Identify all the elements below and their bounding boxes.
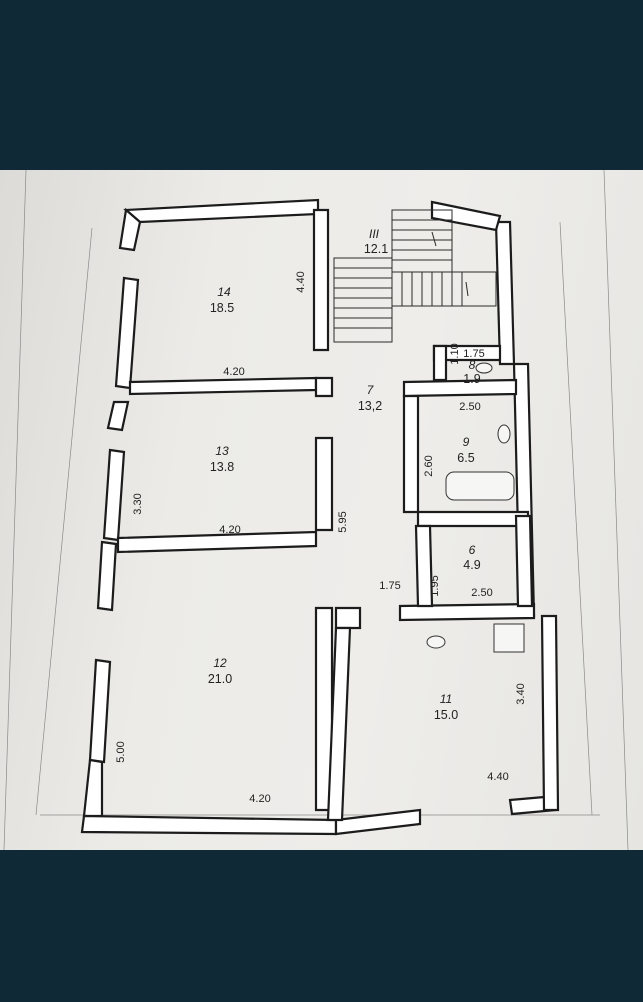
wall-13-corr [314, 436, 334, 532]
wall-bottom-left [80, 814, 338, 836]
dim-2-50-room6: 2.50 [471, 587, 492, 599]
wall-left-12 [88, 658, 112, 764]
wall-corner-bl [82, 758, 104, 818]
room-12-number: 12 [213, 656, 227, 670]
sheet-edge-right [603, 170, 629, 850]
wall-top-left [123, 198, 320, 224]
wall-9-6 [416, 510, 530, 528]
wall-post-a [314, 376, 334, 398]
dimension-labels: 4.40 4.20 1.10 1.75 2.50 2.60 3.30 4.20 … [115, 271, 527, 805]
dim-3-30: 3.30 [132, 493, 144, 514]
room-12-area: 21.0 [208, 672, 232, 686]
wall-11-left [326, 626, 352, 822]
stair-flight-c [391, 271, 497, 307]
wall-left-13-top [106, 400, 130, 432]
guide-line-left [35, 227, 93, 816]
room-13-area: 13.8 [210, 460, 234, 474]
paper-sheet: 14 18.5 III 12.1 8 1.9 7 13,2 9 6.5 13 1… [0, 170, 643, 850]
stair-flight-a [333, 257, 393, 343]
wall-left-12-top [96, 540, 118, 612]
room-labels: 14 18.5 III 12.1 8 1.9 7 13,2 9 6.5 13 1… [208, 227, 481, 722]
floor-plan: 14 18.5 III 12.1 8 1.9 7 13,2 9 6.5 13 1… [3, 170, 629, 850]
room-13-number: 13 [215, 444, 229, 458]
wall-post-b [334, 606, 362, 630]
stair-arrow [465, 281, 469, 297]
dim-4-40-vertical: 4.40 [295, 271, 307, 292]
wall-11-top [398, 602, 536, 622]
dim-2-60: 2.60 [423, 455, 435, 476]
dim-1-75-corridor: 1.75 [379, 580, 400, 592]
wall-right-11 [540, 614, 560, 812]
wall-top-right [430, 200, 502, 232]
fixtures [426, 362, 525, 653]
wall-left-top [118, 207, 142, 252]
stair-arrow [431, 231, 437, 247]
dim-2-50-bath: 2.50 [459, 401, 480, 413]
wall-14-13 [128, 376, 318, 396]
dim-1-10: 1.10 [449, 343, 461, 364]
toilet-icon [475, 362, 493, 374]
room-9-area: 6.5 [457, 451, 474, 465]
sheet-edge-left [3, 170, 27, 850]
wall-6-left [414, 524, 434, 608]
room-6-area: 4.9 [463, 558, 480, 572]
room-III-number: III [369, 227, 380, 241]
dim-4-20-room12: 4.20 [249, 793, 270, 805]
wall-9-left [402, 394, 420, 514]
stove-icon [493, 623, 525, 653]
guide-line-right [559, 221, 593, 816]
room-III-area: 12.1 [364, 242, 388, 256]
wall-bottom-mid [334, 808, 422, 836]
dim-5-95: 5.95 [337, 511, 349, 532]
room-14-number: 14 [217, 285, 231, 299]
dim-3-40: 3.40 [515, 683, 527, 704]
room-8-number: 8 [469, 358, 476, 372]
room-11-area: 15.0 [434, 708, 458, 722]
room-14-area: 18.5 [210, 301, 234, 315]
wall-6-right [514, 514, 534, 608]
interior-walls [116, 208, 536, 822]
room-7-number: 7 [367, 383, 375, 397]
room-9-number: 9 [463, 435, 470, 449]
stair-flights [333, 209, 497, 343]
kitchen-sink-icon [426, 635, 446, 649]
dim-4-40-room11: 4.40 [487, 771, 508, 783]
dim-1-75-wc: 1.75 [463, 348, 484, 360]
dim-4-20-room14: 4.20 [223, 366, 244, 378]
sink-icon [497, 424, 511, 444]
dim-4-20-room13: 4.20 [219, 524, 240, 536]
room-11-number: 11 [440, 692, 452, 706]
bathtub-icon [445, 471, 515, 501]
wall-8-9 [402, 378, 518, 398]
room-6-number: 6 [469, 543, 476, 557]
wall-left-14 [114, 276, 140, 390]
dim-1-95: 1.95 [429, 575, 441, 596]
wall-8-left [432, 344, 448, 382]
room-8-area: 1.9 [463, 372, 480, 386]
dim-5-00: 5.00 [115, 741, 127, 762]
wall-right-stair [494, 220, 516, 366]
wall-13-12 [116, 530, 318, 554]
room-7-area: 13,2 [358, 399, 382, 413]
wall-14-stair [312, 208, 330, 352]
wall-left-13 [102, 448, 126, 542]
